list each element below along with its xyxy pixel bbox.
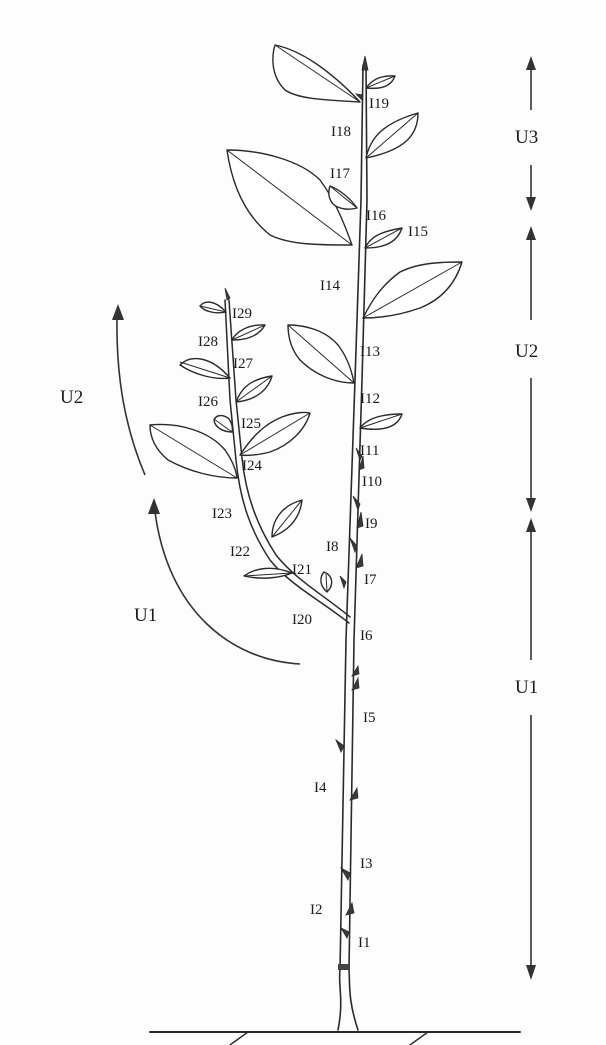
node-label-i11: I11 [360, 443, 379, 459]
node-label-i16: I16 [366, 208, 386, 224]
node-label-i13: I13 [360, 344, 380, 360]
node-label-i29: I29 [232, 306, 252, 322]
node-label-i14: I14 [320, 278, 340, 294]
leaf-i19 [366, 76, 395, 89]
node-label-i26: I26 [198, 394, 218, 410]
node-label-i6: I6 [360, 628, 373, 644]
leaf-i29 [200, 302, 226, 313]
graft-band [338, 964, 350, 970]
node-label-i10: I10 [362, 474, 382, 490]
leaf-i20 [321, 572, 332, 592]
leaf-i28 [232, 325, 265, 340]
ground-tick-left [230, 1032, 248, 1045]
main-unit-arrows: U3 U2 U1 [515, 56, 538, 980]
node-label-i20: I20 [292, 612, 312, 628]
node-label-i28: I28 [198, 334, 218, 350]
leaf-i11 [360, 414, 402, 429]
unit-label-u2-main: U2 [515, 341, 538, 362]
leaf-i21 [244, 568, 292, 578]
node-label-i19: I19 [369, 96, 389, 112]
node-label-i12: I12 [360, 391, 380, 407]
unit-label-u1-branch: U1 [134, 605, 157, 626]
node-label-i25: I25 [241, 416, 261, 432]
node-label-i27: I27 [233, 356, 253, 372]
node-label-i7: I7 [364, 572, 377, 588]
branch-unit-arrows: U2 U1 [60, 304, 300, 664]
node-label-i23: I23 [212, 506, 232, 522]
node-label-i1: I1 [358, 935, 371, 951]
main-stem [338, 65, 367, 1030]
unit-label-u1-main: U1 [515, 677, 538, 698]
node-label-i15: I15 [408, 224, 428, 240]
leaf-i18 [366, 113, 418, 158]
unit-label-u3: U3 [515, 127, 538, 148]
leaf-i13 [288, 325, 354, 383]
node-label-i17: I17 [330, 166, 350, 182]
node-label-i4: I4 [314, 780, 327, 796]
ground-tick-right [410, 1032, 428, 1045]
leaf-i27 [180, 359, 230, 379]
leaf-i22 [272, 500, 302, 537]
node-label-i22: I22 [230, 544, 250, 560]
unit-label-u2-branch: U2 [60, 387, 83, 408]
node-label-i9: I9 [365, 516, 378, 532]
node-label-i18: I18 [331, 124, 351, 140]
leaf-i26 [236, 376, 272, 402]
node-label-i3: I3 [360, 856, 373, 872]
leaf-top-left [273, 45, 360, 102]
leaf-i24-left [150, 424, 237, 478]
leaf-big-right [363, 262, 462, 318]
leaf-i25 [214, 416, 232, 432]
node-label-i8: I8 [326, 539, 339, 555]
node-label-i24: I24 [242, 458, 262, 474]
node-label-i21: I21 [292, 562, 312, 578]
leaf-i15 [365, 228, 402, 248]
node-label-i2: I2 [310, 902, 323, 918]
node-label-i5: I5 [363, 710, 376, 726]
branch-leaves [150, 288, 310, 578]
